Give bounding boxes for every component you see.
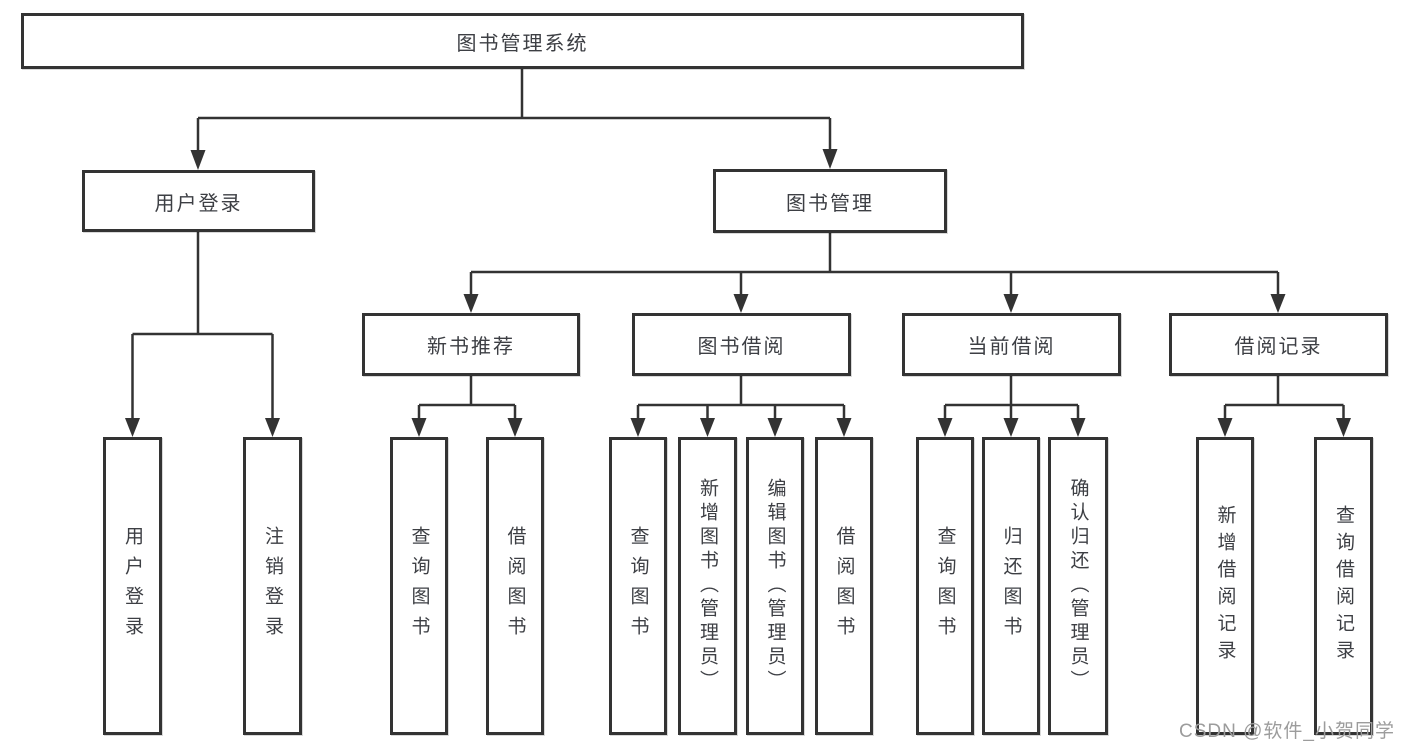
node-book-management: 图书管理 bbox=[713, 169, 947, 233]
leaf-bb-edit-book-admin-label: 编辑图书（管理员） bbox=[764, 478, 786, 694]
leaf-br-query-record: 查询借阅记录 bbox=[1314, 437, 1373, 735]
leaf-bb-add-book-admin: 新增图书（管理员） bbox=[678, 437, 737, 735]
arrowheads bbox=[125, 149, 1351, 437]
leaf-br-add-record-label: 新增借阅记录 bbox=[1214, 505, 1236, 667]
leaf-logout-label: 注销登录 bbox=[262, 526, 283, 646]
csdn-watermark: CSDN @软件_小贺同学 bbox=[1179, 721, 1395, 742]
leaf-cb-query-book: 查询图书 bbox=[916, 437, 974, 735]
leaf-bb-query-book-label: 查询图书 bbox=[627, 526, 649, 646]
leaf-bb-add-book-admin-label: 新增图书（管理员） bbox=[697, 478, 718, 694]
leaf-user-login-label: 用户登录 bbox=[122, 526, 143, 646]
leaf-logout: 注销登录 bbox=[243, 437, 302, 735]
leaf-cb-confirm-return-admin: 确认归还（管理员） bbox=[1048, 437, 1108, 735]
node-borrow-records: 借阅记录 bbox=[1169, 313, 1388, 376]
node-root: 图书管理系统 bbox=[21, 13, 1024, 69]
leaf-cb-return-book-label: 归还图书 bbox=[1000, 526, 1022, 646]
node-current-borrow: 当前借阅 bbox=[902, 313, 1121, 376]
leaf-br-query-record-label: 查询借阅记录 bbox=[1333, 505, 1354, 667]
node-user-login: 用户登录 bbox=[82, 170, 315, 232]
leaf-bb-query-book: 查询图书 bbox=[609, 437, 667, 735]
leaf-rec-borrow-book-label: 借阅图书 bbox=[504, 526, 526, 646]
leaf-bb-borrow-book-label: 借阅图书 bbox=[833, 526, 855, 646]
leaf-rec-query-book-label: 查询图书 bbox=[408, 526, 430, 646]
leaf-cb-confirm-return-admin-label: 确认归还（管理员） bbox=[1067, 478, 1089, 694]
leaf-rec-query-book: 查询图书 bbox=[390, 437, 448, 735]
leaf-bb-edit-book-admin: 编辑图书（管理员） bbox=[746, 437, 804, 735]
leaf-user-login: 用户登录 bbox=[103, 437, 162, 735]
node-new-book-recommend: 新书推荐 bbox=[362, 313, 580, 376]
node-book-borrow: 图书借阅 bbox=[632, 313, 851, 376]
leaf-rec-borrow-book: 借阅图书 bbox=[486, 437, 544, 735]
leaf-cb-return-book: 归还图书 bbox=[982, 437, 1040, 735]
leaf-cb-query-book-label: 查询图书 bbox=[934, 526, 956, 646]
leaf-br-add-record: 新增借阅记录 bbox=[1196, 437, 1254, 735]
leaf-bb-borrow-book: 借阅图书 bbox=[815, 437, 873, 735]
